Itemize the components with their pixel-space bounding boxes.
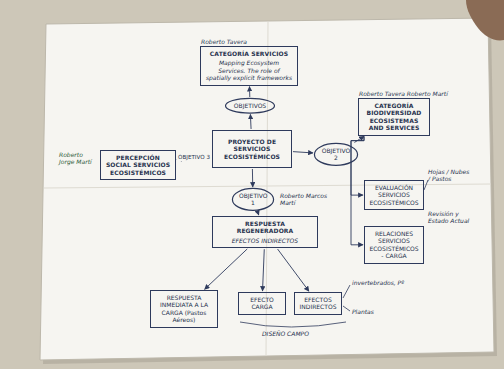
author-note: Roberto Tavera: [201, 38, 247, 45]
process-box: Roberto Tavera Roberto MartíCATEGORÍA BI…: [358, 98, 430, 136]
box-text: OBJETIVO 2: [321, 147, 351, 162]
leader-line: [343, 285, 350, 298]
hand: [466, 0, 504, 40]
connector-arrow: [205, 249, 248, 289]
leader-line: [343, 306, 350, 311]
edge-label: OBJETIVO 3: [177, 154, 211, 161]
note-label: Plantas: [352, 308, 392, 315]
connector-arrow: [351, 137, 364, 195]
box-text: EFECTOS INDIRECTOS: [299, 296, 337, 311]
connector-arrow: [250, 114, 252, 129]
box-title: RESPUESTA REGENERADORA: [217, 220, 313, 235]
author-note: Roberto Jorge Martí: [59, 151, 97, 165]
connector-arrow: [354, 136, 364, 142]
bracket: [240, 322, 346, 327]
connector-arrow: [249, 87, 250, 97]
objective-oval: OBJETIVOS: [225, 98, 275, 113]
box-text: EVALUACIÓN SERVICIOS ECOSISTÉMICOS: [369, 184, 419, 206]
process-box: RELACIONES SERVICIOS ECOSISTÉMICOS - CAR…: [364, 226, 424, 264]
note-label: Revisión y Estado Actual: [428, 210, 480, 224]
box-title: PERCEPCIÓN SOCIAL SERVICIOS ECOSISTÉMICO…: [105, 154, 171, 176]
note-label: Hojas / Nubes / Pastos: [428, 168, 470, 182]
process-box: PROYECTO DE SERVICIOS ECOSISTÉMICOS: [212, 130, 292, 168]
connector-arrow: [258, 212, 259, 215]
objective-oval: OBJETIVO 2: [314, 143, 358, 166]
author-note: Roberto Tavera Roberto Martí: [359, 90, 448, 97]
box-title: CATEGORÍA BIODIVERSIDAD ECOSISTEMAS AND …: [363, 102, 425, 132]
objective-oval: OBJETIVO 1: [232, 188, 274, 211]
note-label: invertebrados, Pº: [352, 279, 422, 286]
box-title: PROYECTO DE SERVICIOS ECOSISTÉMICOS: [217, 138, 287, 160]
connector-arrow: [252, 169, 253, 187]
process-box: EVALUACIÓN SERVICIOS ECOSISTÉMICOS: [364, 180, 424, 210]
box-text: RELACIONES SERVICIOS ECOSISTÉMICOS - CAR…: [369, 230, 419, 260]
box-text: OBJETIVOS: [232, 102, 268, 109]
connector-arrow: [263, 249, 265, 291]
process-box: EFECTO CARGA: [238, 292, 286, 315]
box-text: Mapping Ecosystem Services. The role of …: [205, 59, 293, 81]
leader-line: [424, 180, 428, 190]
connector-arrow: [293, 152, 313, 153]
process-box: EFECTOS INDIRECTOS: [294, 292, 342, 315]
process-box: Roberto TaveraCATEGORÍA SERVICIOSMapping…: [200, 46, 298, 86]
box-text: RESPUESTA INMEDIATA A LA CARGA (Pastos A…: [155, 294, 213, 324]
paper-sheet: [40, 18, 494, 360]
box-text: EFECTOS INDIRECTOS: [217, 237, 313, 244]
box-text: OBJETIVO 1: [239, 192, 267, 207]
note-label: DISEÑO CAMPO: [262, 330, 322, 337]
process-box: RESPUESTA INMEDIATA A LA CARGA (Pastos A…: [150, 290, 218, 328]
box-title: CATEGORÍA SERVICIOS: [205, 50, 293, 57]
note-label: Roberto Marcos Martí: [280, 192, 340, 206]
process-box: RESPUESTA REGENERADORA EFECTOS INDIRECTOS: [212, 216, 318, 248]
box-text: EFECTO CARGA: [243, 296, 281, 311]
process-box: Roberto Jorge MartíPERCEPCIÓN SOCIAL SER…: [100, 150, 176, 180]
connector-arrow: [278, 249, 309, 291]
